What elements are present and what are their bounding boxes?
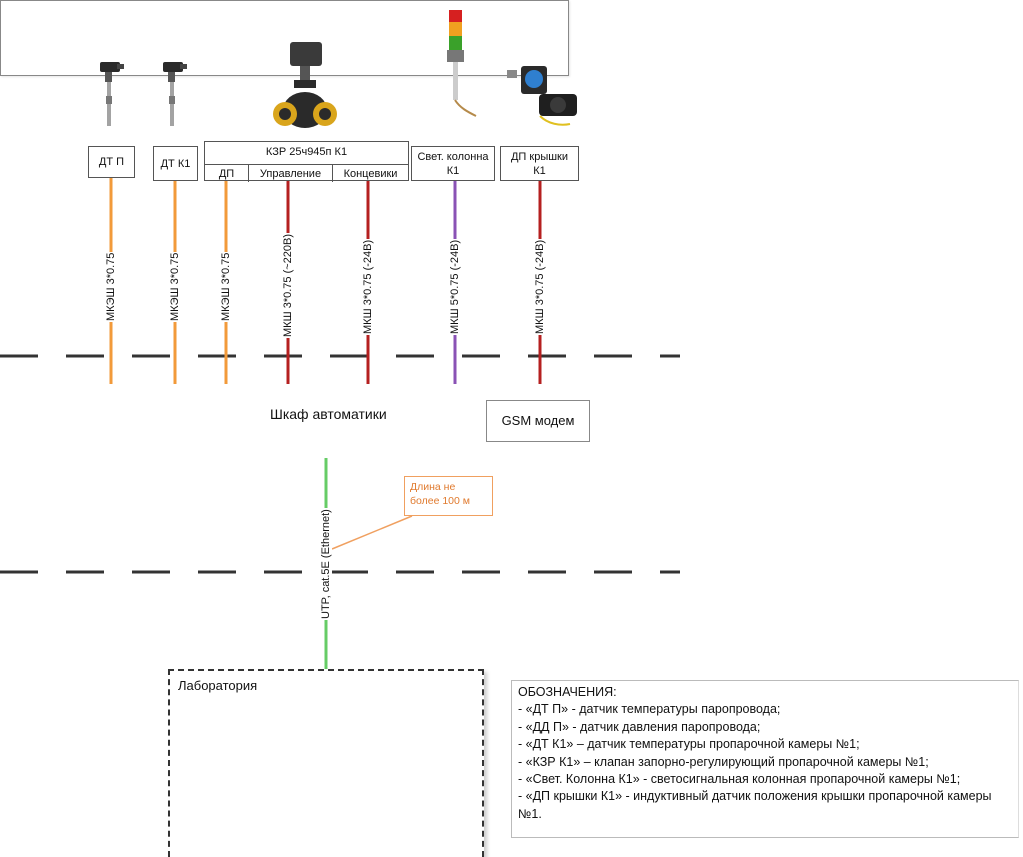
device-label-dt-p: ДТ П — [98, 156, 125, 168]
device-label-dt-k1: ДТ К1 — [160, 157, 191, 170]
device-box-kzr: КЗР 25ч945п К1 ДП Управление Концевики — [204, 141, 409, 182]
cable-label: МКШ 3*0.75 (-24В) — [534, 238, 546, 335]
inductive-sensor-icon — [507, 66, 577, 126]
legend-item: - «ДТ П» - датчик температуры паропровод… — [518, 702, 781, 717]
legend-item: - «КЗР К1» – клапан запорно-регулирующий… — [518, 754, 929, 769]
automation-cabinet — [0, 0, 569, 76]
kzr-cell-dp: ДП — [205, 165, 249, 182]
signal-tower-icon — [447, 10, 477, 117]
gsm-modem-box: GSM модем — [486, 400, 590, 442]
device-label-svet-line1: Свет. колонна — [417, 150, 489, 163]
device-box-dt-k1: ДТ К1 — [153, 146, 198, 181]
device-label-svet-line2: К1 — [446, 164, 460, 177]
legend-item: - «Свет. Колонна К1» - светосигнальная к… — [518, 772, 961, 787]
cable-label: МКШ 3*0.75 (~220В) — [282, 232, 294, 338]
gsm-modem-label: GSM модем — [501, 413, 575, 428]
device-box-svet-kolonna: Свет. колонна К1 — [411, 146, 495, 181]
legend-item: - «ДП крышки К1» - индуктивный датчик по… — [518, 789, 992, 821]
device-label-dp-line2: К1 — [533, 164, 546, 177]
kzr-cell-limits: Концевики — [343, 167, 398, 180]
cabinet-title: Шкаф автоматики — [270, 406, 387, 422]
legend-item: - «ДТ К1» – датчик температуры пропарочн… — [518, 737, 860, 752]
length-note-line2: более 100 м — [410, 495, 471, 507]
temperature-sensor-icon — [100, 62, 124, 126]
kzr-cell-control: Управление — [249, 165, 333, 182]
device-label-dp-line1: ДП крышки — [510, 150, 569, 163]
cable-label: МКШ 3*0.75 (-24В) — [362, 238, 374, 335]
legend-heading: ОБОЗНАЧЕНИЯ: — [518, 685, 617, 699]
cable-label: МКЭШ 3*0.75 — [169, 251, 181, 322]
cable-label: МКЭШ 3*0.75 — [105, 251, 117, 322]
legend: ОБОЗНАЧЕНИЯ: - «ДТ П» - датчик температу… — [511, 680, 1019, 838]
laboratory-zone — [168, 669, 484, 857]
laboratory-title: Лаборатория — [178, 678, 258, 693]
cable-label: МКЭШ 3*0.75 — [220, 251, 232, 322]
device-box-dp-kryshki: ДП крышки К1 — [500, 146, 579, 181]
note-leader-line — [331, 515, 413, 550]
length-note: Длина не более 100 м — [404, 476, 493, 516]
ethernet-label: UTP, cat.5E (Ethernet) — [320, 508, 332, 620]
device-box-dt-p: ДТ П — [88, 146, 135, 178]
cable-label: МКШ 5*0.75 (-24В) — [449, 238, 461, 335]
kzr-subrow: ДП Управление Концевики — [205, 164, 408, 182]
temperature-sensor-icon — [163, 62, 187, 126]
device-label-kzr-title: КЗР 25ч945п К1 — [265, 146, 348, 158]
valve-actuator-icon — [273, 42, 337, 128]
legend-item: - «ДД П» - датчик давления паропровода; — [518, 719, 761, 734]
length-note-line1: Длина не — [410, 481, 456, 493]
